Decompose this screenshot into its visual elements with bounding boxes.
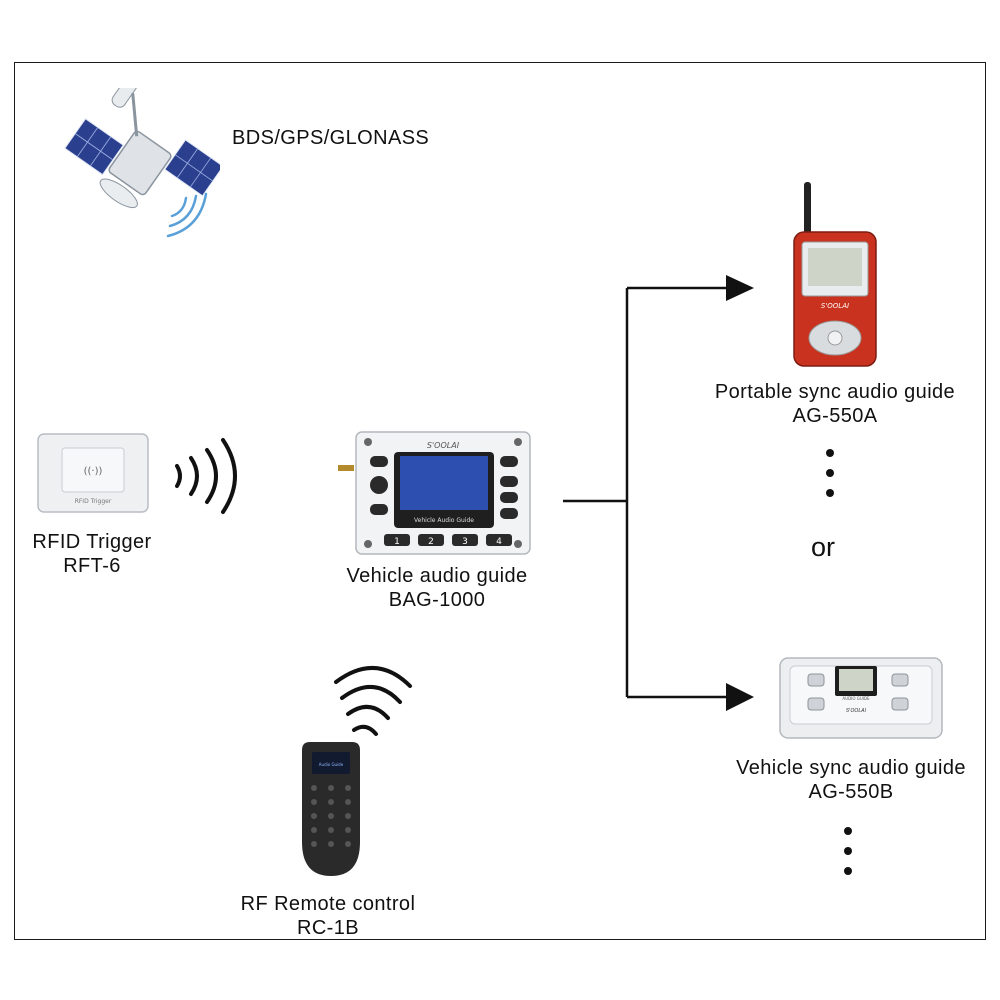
- vehicle-sync-guide-name: Vehicle sync audio guide: [736, 757, 966, 779]
- ellipsis-dots-upper: [826, 449, 834, 497]
- vehicle-sync-guide-device: AUDIO GUIDE S'OOLAI: [779, 657, 943, 739]
- rfid-signal-icon: [175, 438, 237, 514]
- svg-text:S'OOLAI: S'OOLAI: [821, 302, 849, 310]
- remote-name: RF Remote control: [240, 893, 416, 915]
- portable-guide-model: AG-550A: [792, 405, 878, 427]
- svg-text:2: 2: [428, 537, 434, 547]
- vehicle-audio-guide-label: Vehicle audio guide BAG-1000: [326, 564, 548, 612]
- or-separator: or: [810, 532, 835, 562]
- svg-text:1: 1: [394, 537, 400, 547]
- svg-text:S'OOLAI: S'OOLAI: [427, 441, 460, 450]
- arrow-to-portable: [726, 275, 754, 301]
- arrow-to-vehicle-sync: [726, 683, 754, 711]
- svg-text:Vehicle Audio Guide: Vehicle Audio Guide: [414, 517, 474, 524]
- rf-remote-device: Audio Guide: [302, 742, 360, 876]
- portable-guide-name: Portable sync audio guide: [714, 381, 956, 403]
- portable-guide-label: Portable sync audio guide AG-550A: [690, 380, 980, 428]
- rfid-trigger-model: RFT-6: [63, 555, 121, 577]
- remote-model: RC-1B: [296, 917, 359, 939]
- svg-text:4: 4: [496, 537, 502, 547]
- vehicle-sync-guide-label: Vehicle sync audio guide AG-550B: [715, 756, 987, 804]
- vehicle-audio-guide-device: S'OOLAI Vehicle Audio Guide 1 2 3 4: [338, 431, 531, 555]
- ellipsis-dots-lower: [844, 827, 852, 875]
- svg-text:AUDIO GUIDE: AUDIO GUIDE: [842, 696, 870, 701]
- svg-text:3: 3: [462, 537, 468, 547]
- rfid-trigger-name: RFID Trigger: [32, 531, 152, 553]
- rfid-trigger-label: RFID Trigger RFT-6: [22, 530, 162, 578]
- portable-guide-device: S'OOLAI: [793, 182, 877, 367]
- remote-label: RF Remote control RC-1B: [200, 892, 456, 940]
- rfid-trigger-device: ((·)) RFID Trigger: [37, 433, 149, 513]
- vehicle-audio-guide-model: BAG-1000: [388, 589, 486, 611]
- svg-text:((·)): ((·)): [84, 466, 103, 477]
- svg-text:RFID Trigger: RFID Trigger: [75, 498, 112, 505]
- remote-signal-icon: [334, 666, 412, 736]
- satellite-label: BDS/GPS/GLONASS: [232, 127, 430, 149]
- vehicle-audio-guide-name: Vehicle audio guide: [346, 565, 528, 587]
- svg-text:Audio Guide: Audio Guide: [319, 762, 344, 767]
- vehicle-sync-guide-model: AG-550B: [808, 781, 894, 803]
- satellite-icon: [64, 88, 220, 238]
- svg-text:S'OOLAI: S'OOLAI: [846, 708, 867, 714]
- diagram-frame: [14, 62, 986, 940]
